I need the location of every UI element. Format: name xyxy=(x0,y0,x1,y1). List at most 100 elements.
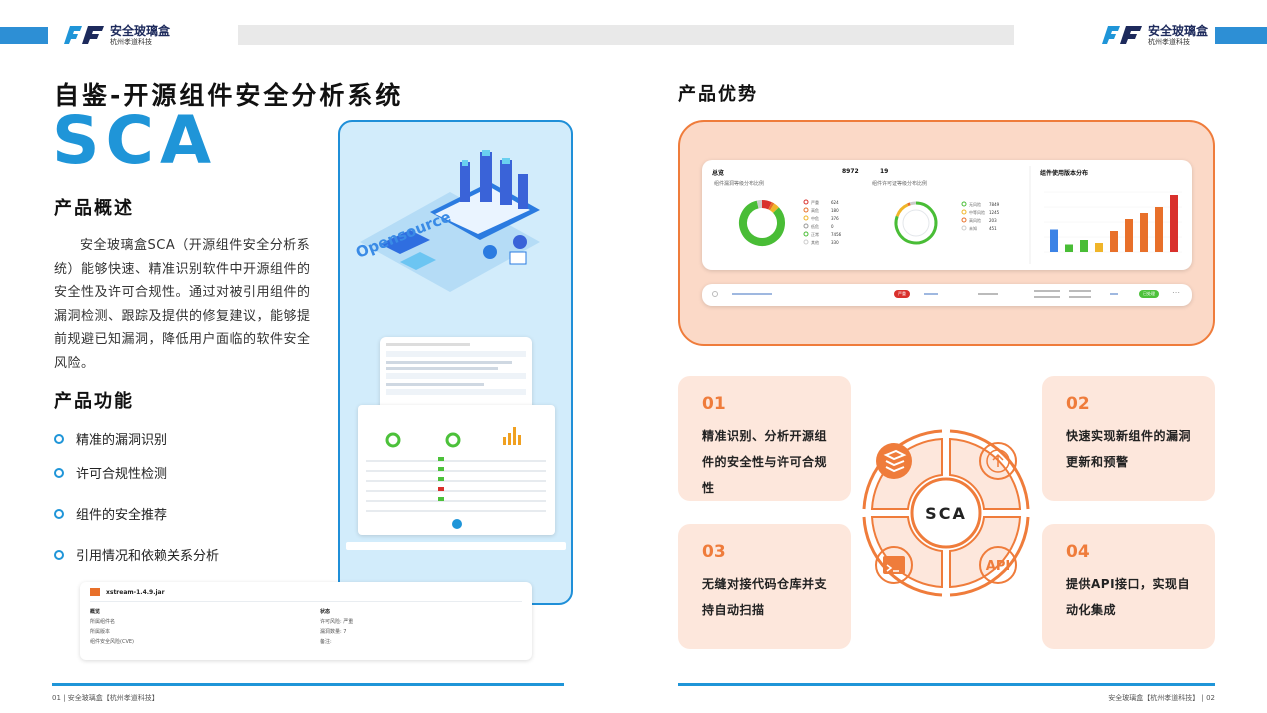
feature-item: 组件的安全推荐 xyxy=(54,504,167,523)
shield-stack-icon xyxy=(876,443,912,479)
advantage-card-04: 04 提供API接口，实现自动化集成 xyxy=(1042,524,1215,649)
donut2-legend-value: 203 xyxy=(989,218,997,223)
bar xyxy=(1170,195,1178,252)
tablet-screenshot xyxy=(358,405,555,535)
brand-logo-right: 安全玻璃盒 杭州孝道科技 xyxy=(1100,24,1208,46)
donut1-legend-marker xyxy=(803,231,809,237)
circle-bullet-icon xyxy=(54,549,64,560)
donut2-legend-label: 高风险 xyxy=(969,217,981,223)
donut2-legend-marker xyxy=(961,201,967,207)
donut1-legend-value: 0 xyxy=(831,224,834,229)
overview-text: 安全玻璃盒SCA（开源组件安全分析系统）能够快速、精准识别软件中开源组件的安全性… xyxy=(54,238,311,371)
donut1-slice xyxy=(756,200,763,209)
donut2-legend-value: 7849 xyxy=(989,202,1000,207)
advantage-number: 01 xyxy=(702,394,726,414)
header-accent-left xyxy=(0,27,48,44)
severity-badge: 严重 xyxy=(894,290,910,298)
circle-bullet-icon xyxy=(54,467,64,478)
tablet-base xyxy=(346,542,566,550)
feature-item: 引用情况和依赖关系分析 xyxy=(54,545,219,564)
code-icon xyxy=(875,546,913,584)
advantages-heading: 产品优势 xyxy=(678,84,758,105)
more-icon[interactable]: ⋯ xyxy=(1172,288,1180,297)
tablet-home-dot xyxy=(452,519,462,529)
footer-line-left xyxy=(52,683,564,686)
donut1-legend-marker xyxy=(803,223,809,229)
donut2-legend-label: 无风险 xyxy=(969,201,981,207)
circle-bullet-icon xyxy=(54,433,64,444)
detail-row: 所属版本 xyxy=(90,629,111,635)
donut1-legend-value: 376 xyxy=(831,216,839,221)
feature-item: 精准的漏洞识别 xyxy=(54,429,167,448)
row-checkbox[interactable] xyxy=(712,291,718,297)
donut2-slice xyxy=(907,202,911,207)
tablet-dashboard-icon xyxy=(366,427,546,512)
donut1-legend-marker xyxy=(803,215,809,221)
advantage-card-01: 01 精准识别、分析开源组件的安全性与许可合规性 xyxy=(678,376,851,501)
donut1-slice xyxy=(768,202,775,211)
bar xyxy=(1140,213,1148,252)
footer-line-right xyxy=(678,683,1215,686)
donut2-slice xyxy=(894,201,938,245)
donut1-slice xyxy=(761,200,772,210)
page-title: 自鉴-开源组件安全分析系统 xyxy=(54,81,404,110)
donut1-legend-value: 624 xyxy=(831,200,839,205)
donut1-legend-value: 180 xyxy=(831,208,839,213)
status-badge: 已处理 xyxy=(1139,290,1159,298)
list-row: 严重 已处理 ⋯ xyxy=(702,284,1192,306)
dash-title: 总览 xyxy=(712,170,725,177)
donut2-legend-label: 中等风险 xyxy=(969,209,985,215)
donut2-legend-marker xyxy=(961,225,967,231)
advantage-text: 提供API接口，实现自动化集成 xyxy=(1066,577,1191,617)
donut2-inner-ring xyxy=(902,209,930,237)
donut1-legend-label: 正常 xyxy=(811,231,819,237)
detail-status-label: 状态 xyxy=(320,609,331,615)
advantage-text: 精准识别、分析开源组件的安全性与许可合规性 xyxy=(702,429,828,495)
donut2-slice xyxy=(909,201,917,206)
detail-overview-label: 概览 xyxy=(90,609,101,615)
advantage-text: 快速实现新组件的漏洞更新和预警 xyxy=(1066,429,1192,469)
footer-right: 安全玻璃盒【杭州孝道科技】 | 02 xyxy=(1108,694,1215,702)
brand-sub: 杭州孝道科技 xyxy=(110,37,152,46)
logo-mark-icon xyxy=(64,26,104,44)
detail-row: 所属组件名 xyxy=(90,619,116,625)
jar-icon xyxy=(90,588,100,596)
donut1-legend-label: 其他 xyxy=(811,239,819,245)
circle-bullet-icon xyxy=(54,508,64,519)
brand-name: 安全玻璃盒 xyxy=(1148,23,1209,38)
status-row: 漏洞数量: 7 xyxy=(320,629,347,635)
detail-card: xstream-1.4.9.jar 概览 所属组件名 所属版本 组件安全风险(C… xyxy=(80,582,532,660)
detail-file: xstream-1.4.9.jar xyxy=(106,588,165,596)
donut1-legend-value: 330 xyxy=(831,240,839,245)
donut2-legend-marker xyxy=(961,217,967,223)
donut1-legend-label: 严重 xyxy=(811,199,819,205)
phone-mockup: Opensource xyxy=(338,120,573,605)
brand-logo-left: 安全玻璃盒 杭州孝道科技 xyxy=(62,24,170,46)
donut1-slice xyxy=(739,200,785,246)
detail-row: 组件安全风险(CVE) xyxy=(90,639,134,645)
api-label: API xyxy=(986,559,1010,574)
donut1-legend-label: 高危 xyxy=(811,207,819,213)
dash-stat2: 19 xyxy=(880,168,889,175)
advantage-number: 04 xyxy=(1066,542,1090,562)
sca-center-label: SCA xyxy=(925,504,967,523)
donut1-slice xyxy=(769,203,779,213)
dash-stat1: 8972 xyxy=(842,168,859,175)
logo-mark-icon xyxy=(1102,26,1142,44)
donut1-title: 组件漏洞等级分布比例 xyxy=(714,181,765,187)
donut1-legend-marker xyxy=(803,199,809,205)
sca-wheel-diagram: API SCA xyxy=(862,429,1030,597)
donut2-legend-value: 1245 xyxy=(989,210,1000,215)
footer-left: 01 | 安全玻璃盒【杭州孝道科技】 xyxy=(52,694,159,702)
donut1-legend-value: 7456 xyxy=(831,232,842,237)
donut2-legend-marker xyxy=(961,209,967,215)
donut2-legend-value: 451 xyxy=(989,226,997,231)
api-icon xyxy=(979,546,1017,584)
advantage-number: 02 xyxy=(1066,394,1090,414)
header-gray-bar xyxy=(238,25,1014,45)
bar xyxy=(1155,207,1163,252)
bar xyxy=(1095,243,1103,252)
bar xyxy=(1065,244,1073,252)
donut2-title: 组件许可证等级分布比例 xyxy=(872,181,928,187)
